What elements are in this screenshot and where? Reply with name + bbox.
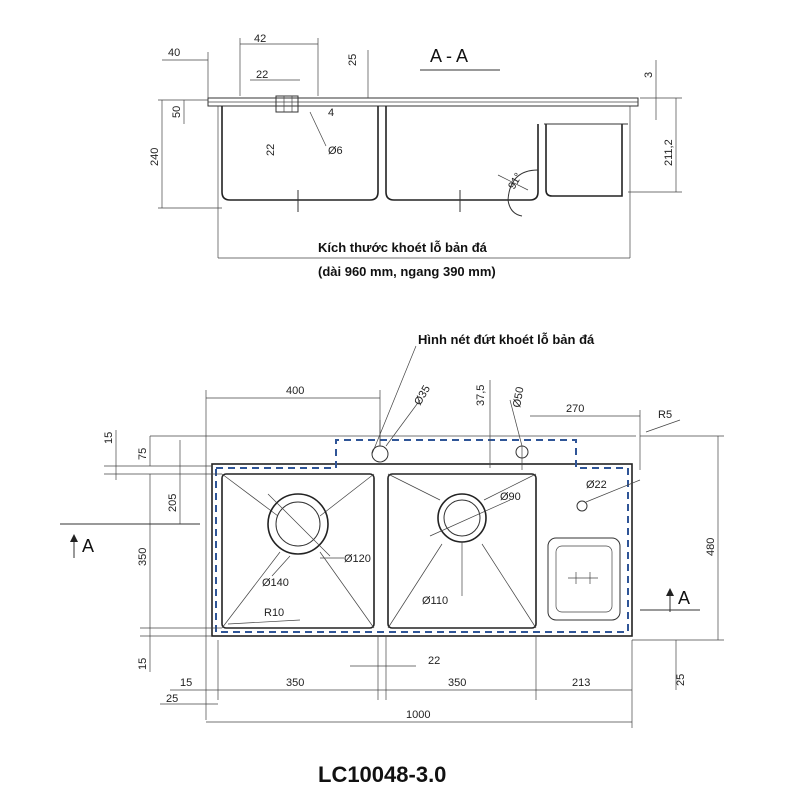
dim-r5: R5 (658, 409, 672, 421)
dim-d6: Ø6 (328, 145, 343, 157)
dim-91-deg: 91° (506, 171, 525, 191)
section-marker-right: A (678, 588, 690, 608)
dim-205: 205 (167, 494, 179, 512)
plan-view: Hình nét đứt khoét lỗ bản đá (60, 332, 724, 728)
dim-213: 213 (572, 677, 590, 689)
faucet-hole-35 (371, 445, 389, 463)
dim-4: 4 (328, 107, 334, 119)
dim-480: 480 (705, 538, 717, 556)
dim-25-right: 25 (675, 674, 687, 686)
dim-25-left: 25 (166, 693, 178, 705)
bowl-left-section (221, 106, 379, 201)
dim-d120: Ø120 (344, 553, 371, 565)
stone-cutout-dashed (215, 439, 629, 633)
drain-left-outer (267, 493, 329, 555)
dim-1000: 1000 (406, 709, 430, 721)
cutout-note-2: (dài 960 mm, ngang 390 mm) (318, 264, 496, 279)
bowl-right-section (385, 124, 539, 201)
dim-240: 240 (149, 148, 161, 166)
dim-15-bot: 15 (137, 658, 149, 670)
bowl-right (387, 473, 537, 629)
accessory-hole (576, 500, 588, 512)
dashed-cutout-note: Hình nét đứt khoét lỗ bản đá (418, 332, 595, 347)
bowl-left (221, 473, 375, 629)
dim-d110: Ø110 (422, 595, 448, 607)
dim-d90: Ø90 (500, 491, 521, 503)
section-view: 40 42 22 25 3 240 50 4 22 Ø6 211,2 91° A… (149, 33, 682, 279)
dim-42: 42 (254, 33, 266, 45)
dim-40: 40 (168, 47, 180, 59)
dim-211-2: 211,2 (663, 139, 675, 166)
sink-outline (211, 463, 633, 637)
dim-d35: Ø35 (412, 383, 433, 407)
cutout-note-1: Kích thước khoét lỗ bản đá (318, 240, 488, 255)
dim-37-5: 37,5 (475, 385, 487, 406)
drain-right-outer (437, 493, 487, 543)
dim-22-vert: 22 (265, 144, 277, 156)
section-marker-left: A (82, 536, 94, 556)
dim-15-top: 15 (103, 432, 115, 444)
model-number: LC10048-3.0 (318, 762, 446, 787)
dim-350-vert: 350 (137, 548, 149, 566)
dim-d140: Ø140 (262, 577, 289, 589)
dim-350-b: 350 (448, 677, 466, 689)
dim-270: 270 (566, 403, 584, 415)
dim-75: 75 (137, 448, 149, 460)
drainboard-section (545, 124, 623, 197)
drain-left-inner (275, 501, 321, 547)
dim-22-bottom: 22 (428, 655, 440, 667)
dim-d50: Ø50 (511, 386, 526, 409)
dim-350-a: 350 (286, 677, 304, 689)
dim-3: 3 (643, 72, 655, 78)
drain-right-inner (443, 499, 481, 537)
dim-50: 50 (171, 106, 183, 118)
drainboard-basin (547, 537, 621, 621)
dim-400: 400 (286, 385, 304, 397)
dim-22-top: 22 (256, 69, 268, 81)
dim-15-left: 15 (180, 677, 192, 689)
dim-d22: Ø22 (586, 479, 607, 491)
section-title: A - A (430, 46, 468, 66)
dim-r10: R10 (264, 607, 284, 619)
dim-25-top: 25 (347, 54, 359, 66)
